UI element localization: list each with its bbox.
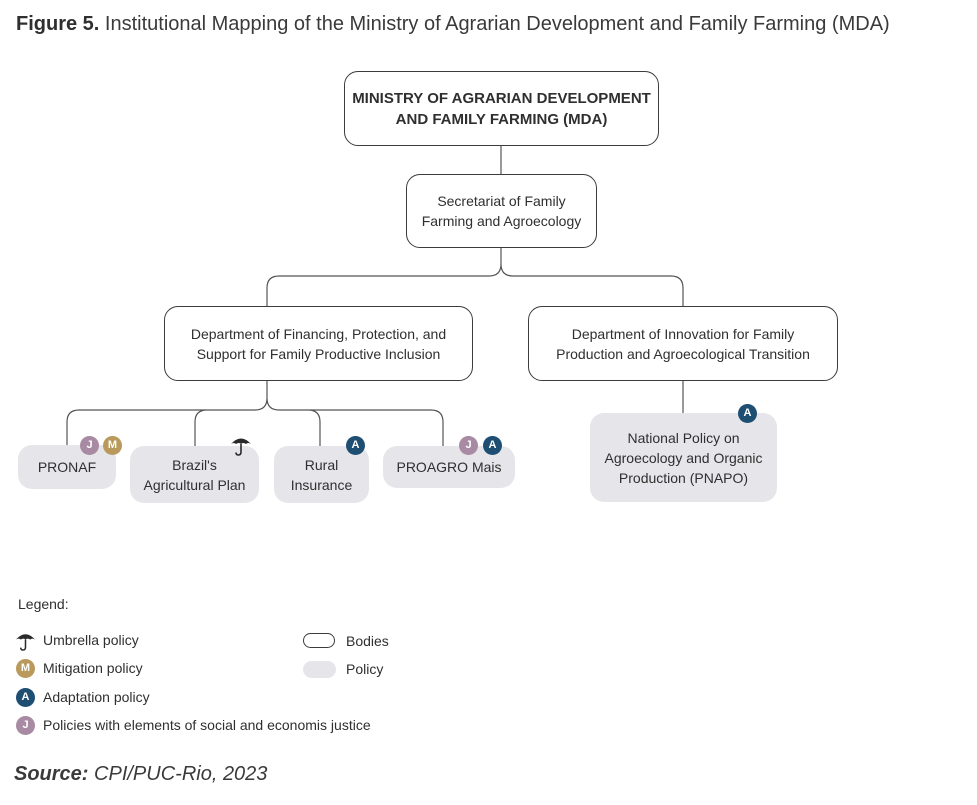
agri-plan-line-2: Agricultural Plan [143,476,246,493]
rural-insurance-line-1: Rural [304,456,339,473]
pnapo-line-1: National Policy on [627,429,740,446]
pnapo-adaptation-badge: A [738,404,757,423]
dept-innovation-line-1: Department of Innovation for Family [571,325,795,342]
legend-mitigation-label: Mitigation policy [43,660,143,676]
secretariat-box: Secretariat of Family Farming and Agroec… [406,174,597,248]
dept-financing-box: Department of Financing, Protection, and… [164,306,473,381]
legend-mitigation-badge: M [16,659,35,678]
agri-plan-line-1: Brazil's [172,456,217,473]
pronaf-justice-badge: J [80,436,99,455]
legend-adaptation-label: Adaptation policy [43,689,150,705]
legend-umbrella-icon [15,634,36,651]
pronaf-label: PRONAF [37,459,97,475]
legend-title: Legend: [18,596,69,612]
pronaf-box: PRONAF [18,445,116,489]
rural-insurance-box: Rural Insurance [274,446,369,503]
source-line: Source: CPI/PUC-Rio, 2023 [14,763,267,786]
dept-innovation-line-2: Production and Agroecological Transition [556,345,810,362]
legend-bodies-swatch [303,633,335,648]
proagro-justice-badge: J [459,436,478,455]
connector-financing-policies [66,381,444,446]
proagro-adaptation-badge: A [483,436,502,455]
legend-policy-swatch [303,661,336,678]
pnapo-line-3: Production (PNAPO) [618,469,749,486]
dept-innovation-box: Department of Innovation for Family Prod… [528,306,838,381]
rural-insurance-line-2: Insurance [290,476,353,493]
pronaf-mitigation-badge: M [103,436,122,455]
legend-policy-label: Policy [346,661,384,677]
source-text: CPI/PUC-Rio, 2023 [94,763,268,785]
secretariat-line-1: Secretariat of Family [437,193,566,209]
legend-justice-badge: J [16,716,35,735]
pnapo-box: National Policy on Agroecology and Organ… [590,413,777,502]
legend-bodies-label: Bodies [346,633,389,649]
figure-title: Figure 5. Institutional Mapping of the M… [16,13,890,36]
legend-adaptation-badge: A [16,688,35,707]
secretariat-line-2: Farming and Agroecology [421,213,582,229]
legend-justice-label: Policies with elements of social and eco… [43,717,371,733]
source-label: Source: [14,763,89,785]
dept-financing-line-1: Department of Financing, Protection, and [190,325,447,342]
dept-financing-line-2: Support for Family Productive Inclusion [196,345,441,362]
mda-box: MINISTRY OF AGRARIAN DEVELOPMENT AND FAM… [344,71,659,146]
figure-label: Figure 5. [16,13,100,35]
mda-line-1: MINISTRY OF AGRARIAN DEVELOPMENT [352,89,651,107]
mda-line-2: AND FAMILY FARMING (MDA) [395,110,608,128]
rural-insurance-adaptation-badge: A [346,436,365,455]
figure-title-text: Institutional Mapping of the Ministry of… [104,13,890,35]
proagro-label: PROAGRO Mais [396,459,502,475]
legend-umbrella-label: Umbrella policy [43,632,139,648]
agri-plan-box: Brazil's Agricultural Plan [130,446,259,503]
pnapo-line-2: Agroecology and Organic [604,449,763,466]
umbrella-icon [231,438,251,456]
connector-secretariat-departments [266,248,684,306]
